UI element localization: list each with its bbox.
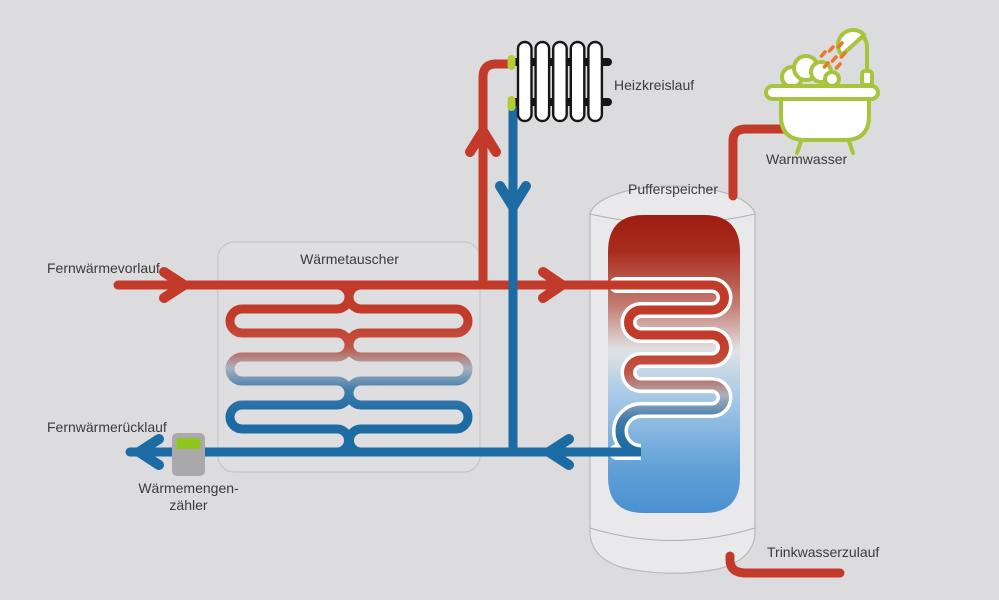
- label-drinking-water: Trinkwasserzulauf: [767, 544, 880, 560]
- radiator-fin: [552, 40, 568, 123]
- heat-meter: [172, 433, 205, 476]
- tank-coil-pipe: [583, 280, 729, 457]
- label-heat-meter: Wärmemengen- zähler: [118, 480, 259, 514]
- radiator-supply-riser: [478, 59, 514, 290]
- flow-arrow-return-tank: [544, 434, 574, 470]
- flow-arrow-supply-tank: [538, 267, 567, 303]
- foam-icon: [780, 54, 841, 89]
- buffer-tank-coil: [583, 277, 733, 460]
- label-heat-meter-line2: zähler: [169, 497, 208, 513]
- heat-exchanger-box: [217, 241, 481, 473]
- radiator-fin: [516, 40, 533, 123]
- heat-meter-display: [176, 438, 201, 449]
- radiator-fin: [534, 40, 551, 123]
- label-hot-water: Warmwasser: [766, 151, 848, 167]
- heat-exchanger-coils: [225, 280, 473, 457]
- radiator-icon: [507, 40, 612, 123]
- buffer-tank-bottom-seam: [589, 527, 756, 541]
- label-buffer-tank: Pufferspeicher: [627, 181, 718, 197]
- label-heat-exchanger: Wärmetauscher: [300, 251, 399, 267]
- bathtub-icon: [764, 28, 880, 155]
- return-pipes: [125, 99, 605, 470]
- flow-arrow-drop-down: [495, 181, 531, 212]
- bathtub-leg-right: [847, 139, 855, 155]
- shower-head-icon: [836, 28, 867, 58]
- hot-water-pipe: [728, 124, 805, 201]
- radiator-supply-connector: [507, 55, 516, 70]
- shower-droplets: [819, 41, 847, 70]
- label-heat-meter-line1: Wärmemengen-: [138, 480, 239, 496]
- label-district-return: Fernwärmerücklauf: [47, 419, 167, 435]
- drinking-water-pipe: [725, 551, 845, 578]
- radiator-return-connector: [507, 96, 516, 111]
- radiator-fin: [587, 40, 604, 123]
- exchanger-coil-right: [344, 280, 473, 457]
- radiator-fin: [569, 40, 586, 123]
- flow-arrow-return-left: [134, 434, 164, 470]
- supply-pipes: [113, 59, 845, 578]
- bathtub-body: [779, 97, 871, 142]
- flow-arrow-supply-left: [159, 267, 189, 303]
- exchanger-coil-left: [225, 280, 354, 457]
- bathtub-leg-left: [795, 139, 803, 155]
- label-district-supply: Fernwärmevorlauf: [47, 260, 160, 276]
- label-heating-circuit: Heizkreislauf: [614, 77, 695, 93]
- flow-arrow-riser-up: [465, 126, 501, 157]
- shower-holder: [860, 69, 874, 87]
